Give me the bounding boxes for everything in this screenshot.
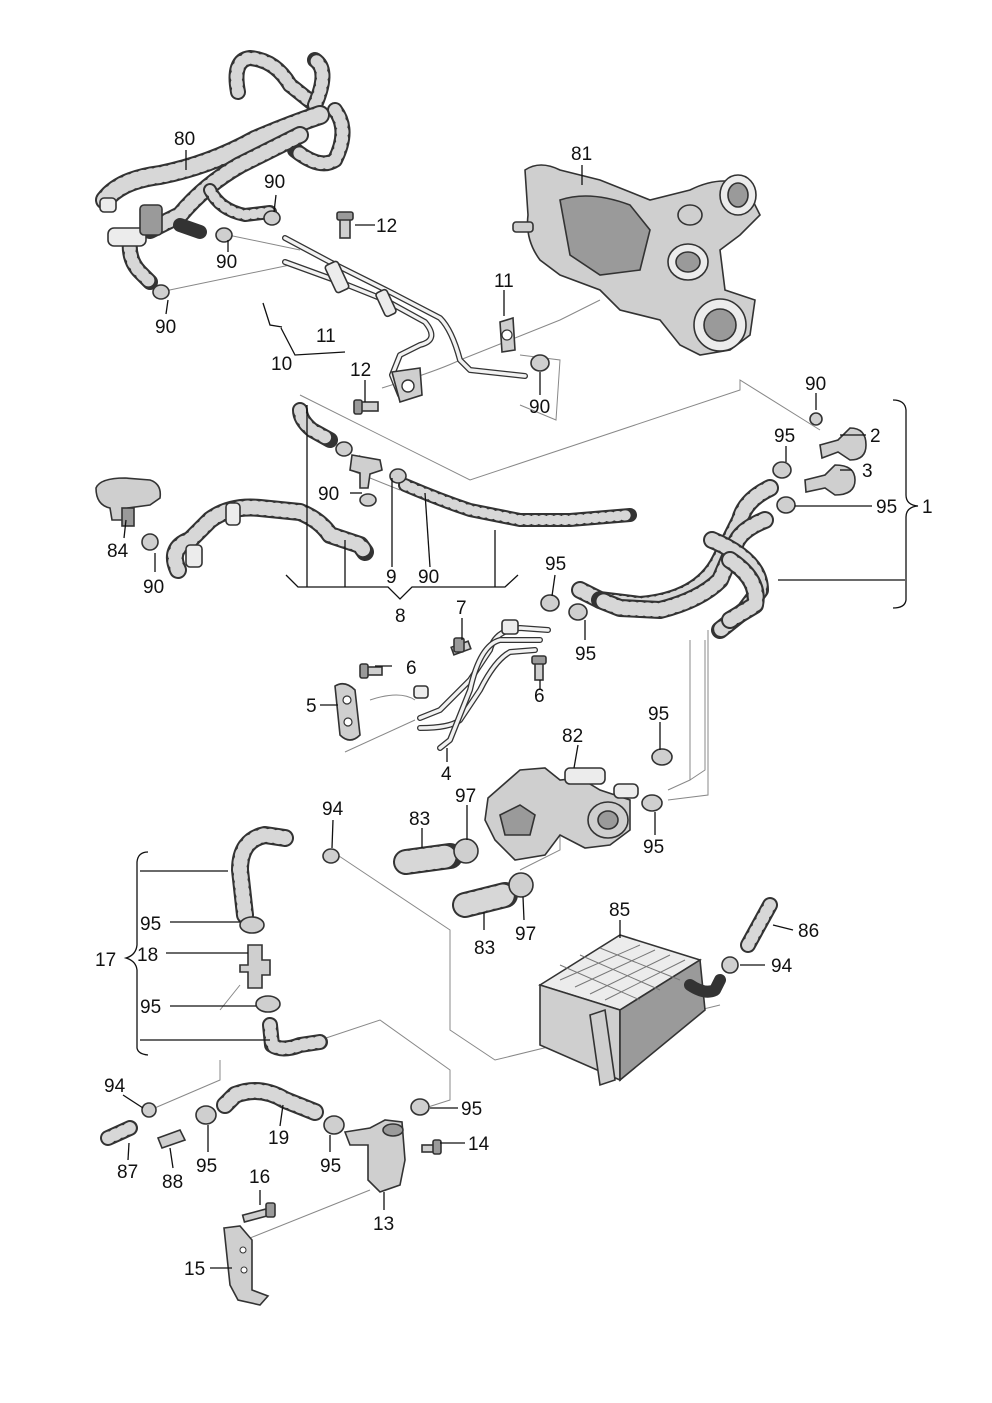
label-6-a: 6 [406,658,417,679]
clamp-94 [141,848,739,1118]
part-16-bolt [241,1202,276,1223]
label-18: 18 [137,945,158,966]
label-88: 88 [162,1172,183,1193]
part-18-t-piece [239,944,271,989]
part-2-connector [819,427,867,461]
clamp-90-group-top [152,210,281,300]
label-90-h: 90 [418,567,439,588]
label-10: 10 [271,354,292,375]
label-90-c: 90 [155,317,176,338]
label-87: 87 [117,1162,138,1183]
label-83-a: 83 [409,809,430,830]
clamp-90-left [141,533,159,551]
part-4-coolant-pipe [413,619,551,751]
clamp-95-right [540,461,796,812]
label-12-b: 12 [350,360,371,381]
part-6-bolts [359,655,547,681]
label-14: 14 [468,1134,490,1155]
label-86: 86 [798,921,819,942]
label-16: 16 [249,1167,270,1188]
label-95-j: 95 [196,1156,217,1177]
label-90-e: 90 [805,374,826,395]
part-81-turbocharger [512,164,761,356]
label-95-k: 95 [320,1156,341,1177]
label-11-a: 11 [494,271,514,292]
part-84-connector [95,477,162,527]
label-82: 82 [562,726,583,747]
part-83-hose-pieces [393,843,518,918]
part-86-hose [740,897,778,953]
part-13-auxiliary-pump [343,1119,406,1193]
label-95-g: 95 [140,914,161,935]
part-15-bracket [223,1225,270,1306]
label-4: 4 [441,764,452,785]
part-85-heat-exchanger [538,934,726,1087]
part-10-oil-pipe-assembly [282,235,528,404]
label-17: 17 [95,950,116,971]
label-19: 19 [268,1128,289,1149]
part-87-hose-stub [100,1120,138,1146]
label-13: 13 [373,1214,394,1235]
label-81: 81 [571,144,592,165]
label-94-a: 94 [322,799,344,820]
label-95-b: 95 [876,497,897,518]
part-88-pipe-stub [156,1129,187,1150]
label-97-b: 97 [515,924,536,945]
label-95-i: 95 [461,1099,482,1120]
label-94-b: 94 [771,956,793,977]
part-19-hose [216,1082,324,1121]
clamp-97 [453,838,534,898]
clamp-90-group-mid [530,354,550,372]
label-15: 15 [184,1259,205,1280]
label-95-a: 95 [774,426,795,447]
label-95-d: 95 [575,644,596,665]
label-95-h: 95 [140,997,161,1018]
part-11-gasket [499,316,516,353]
clamp-95-left [195,916,430,1135]
part-14-bolt [421,1139,442,1155]
callout-labels: 80 81 90 12 90 11 90 11 10 12 90 90 2 95… [95,129,933,1280]
label-90-g: 90 [143,577,164,598]
part-17-hose-set [231,826,328,1057]
part-3-connector [804,464,856,496]
leader-lines [122,150,919,1269]
label-95-c: 95 [545,554,566,575]
part-1-hose-set [571,479,779,639]
label-90-f: 90 [318,484,339,505]
label-90-d: 90 [529,397,550,418]
label-8: 8 [395,606,406,627]
label-3: 3 [862,461,873,482]
part-8-hose-group [292,402,637,527]
left-coolant-hose-long [166,498,374,579]
label-95-f: 95 [643,837,664,858]
label-11-b: 11 [316,326,336,347]
part-12-bolts [336,211,379,415]
label-7: 7 [456,598,467,619]
label-6-b: 6 [534,686,545,707]
label-12-a: 12 [376,216,397,237]
label-97-a: 97 [455,786,476,807]
label-90-b: 90 [216,252,237,273]
part-82-coolant-flange-housing [484,767,639,861]
label-85: 85 [609,900,630,921]
label-83-b: 83 [474,938,495,959]
label-2: 2 [870,426,881,447]
label-94-c: 94 [104,1076,126,1097]
part-5-gasket [334,682,361,741]
label-80: 80 [174,129,195,150]
label-95-e: 95 [648,704,669,725]
label-1: 1 [922,497,933,518]
part-7-bolt [450,637,472,656]
label-84: 84 [107,541,129,562]
label-90-a: 90 [264,172,285,193]
label-9: 9 [386,567,397,588]
label-5: 5 [306,696,317,717]
part-80-coolant-hose-harness [95,50,351,290]
clamp-90-middle [335,412,823,507]
